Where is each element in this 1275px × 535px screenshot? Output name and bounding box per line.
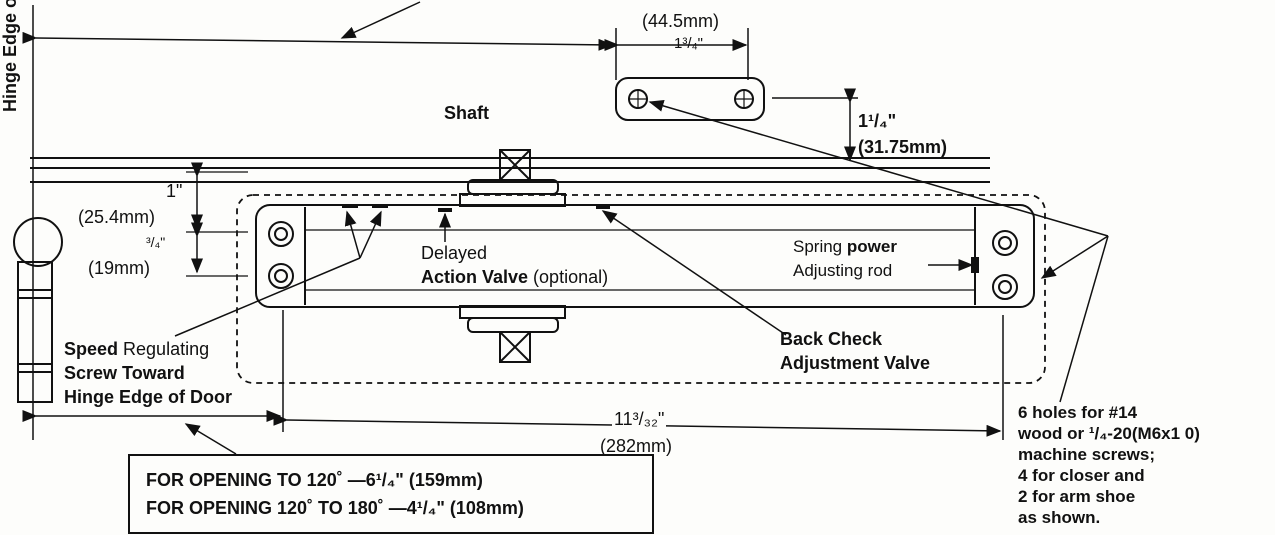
shaft-hub-bottom xyxy=(467,317,559,333)
length-in-label: 11³/₃₂" xyxy=(612,409,667,430)
spring-label-1b: power xyxy=(846,237,897,256)
body-hole-top-left xyxy=(268,221,294,247)
dim-25mm-label: (25.4mm) xyxy=(78,207,156,227)
speed-label-1a: Speed xyxy=(64,339,119,359)
spring-label-1: Spring power xyxy=(793,237,897,257)
speed-label-1b: Regulating xyxy=(118,339,210,359)
top-dimension-line xyxy=(22,31,614,51)
body-hole-bottom-left xyxy=(268,263,294,289)
body-hole-bottom-right xyxy=(992,274,1018,300)
spring-label-1a: Spring xyxy=(793,237,847,256)
dim-19mm-label: (19mm) xyxy=(88,258,150,278)
back-check-leader xyxy=(601,210,787,336)
closer-body xyxy=(255,204,1035,308)
delayed-label-2-bold: Action Valve xyxy=(421,267,529,287)
speed-label-3: Hinge Edge of Door xyxy=(64,387,232,407)
holes-note-line: 2 for arm shoe xyxy=(1018,487,1136,506)
holes-note-line: 4 for closer and xyxy=(1018,466,1145,485)
hinge-edge-label: Hinge Edge of Door xyxy=(0,0,20,112)
length-mm-label: (282mm) xyxy=(600,436,673,456)
dim-1in-label: 1" xyxy=(166,181,183,201)
speed-label-1: Speed Regulating xyxy=(64,339,210,360)
holes-note-line: machine screws; xyxy=(1018,445,1156,464)
top-leader xyxy=(340,1,421,39)
shoe-width-mm: (44.5mm) xyxy=(642,11,720,31)
opening-box: FOR OPENING TO 120˚ —6¹/₄" (159mm) FOR O… xyxy=(128,454,654,534)
holes-note-line: as shown. xyxy=(1018,508,1101,527)
arm-shoe-plate xyxy=(615,77,765,121)
delayed-label-2-rest: (optional) xyxy=(528,267,609,287)
holes-leader-shoe xyxy=(648,100,1109,237)
shaft-label: Shaft xyxy=(444,103,489,123)
spring-label-2: Adjusting rod xyxy=(793,261,893,280)
holes-note: 6 holes for #14 wood or ¹/₄-20(M6x1 0) m… xyxy=(1018,402,1200,528)
closer-cover-outline xyxy=(236,194,1046,384)
opening-row-2: FOR OPENING 120˚ TO 180˚ —4¹/₄" (108mm) xyxy=(146,498,524,518)
body-hole-top-right xyxy=(992,230,1018,256)
back-check-label-2: Adjustment Valve xyxy=(780,353,931,373)
holes-note-line: wood or ¹/₄-20(M6x1 0) xyxy=(1018,424,1200,443)
speed-leader xyxy=(174,257,361,337)
dim-3-4in-label: ³/₄" xyxy=(146,234,166,250)
shoe-height-mm: (31.75mm) xyxy=(858,137,948,157)
opening-leader xyxy=(184,423,237,455)
opening-row-1: FOR OPENING TO 120˚ —6¹/₄" (159mm) xyxy=(146,470,483,490)
shoe-width-in: 1³/₄" xyxy=(674,35,703,52)
hinge-knuckle xyxy=(13,217,63,267)
delayed-label-2: Action Valve (optional) xyxy=(421,267,609,288)
delayed-label-1: Delayed xyxy=(421,243,488,263)
holes-note-line: 6 holes for #14 xyxy=(1018,403,1138,422)
shoe-height-in: 1¹/₄" xyxy=(858,111,897,131)
back-check-label-1: Back Check xyxy=(780,329,883,349)
hinge-barrel xyxy=(17,261,53,403)
speed-label-2: Screw Toward xyxy=(64,363,185,383)
shaft-square-bottom xyxy=(499,331,531,363)
